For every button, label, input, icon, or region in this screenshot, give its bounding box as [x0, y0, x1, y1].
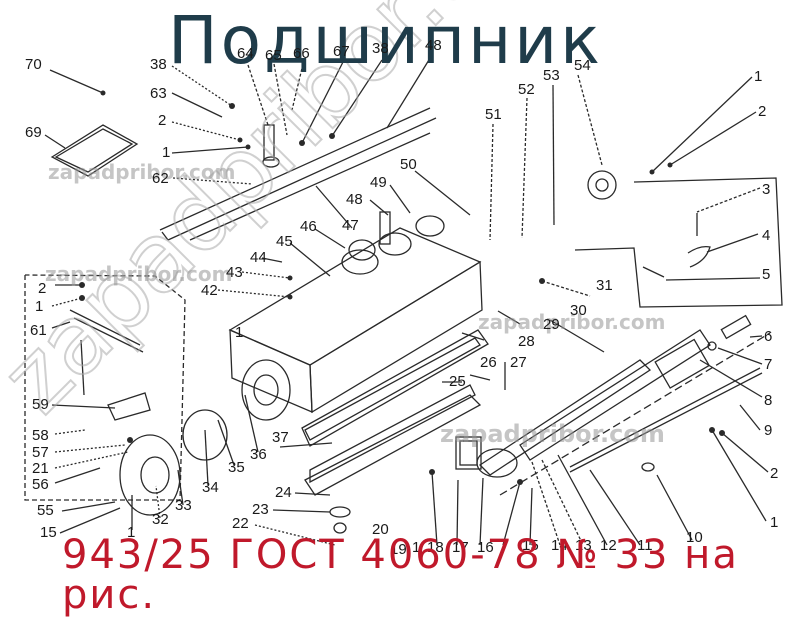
- callout-label: 64: [237, 45, 254, 62]
- callout-label: 65: [265, 47, 282, 64]
- callout-label: 62: [152, 170, 169, 187]
- callout-label: 57: [32, 444, 49, 461]
- callout-label: 1: [412, 539, 421, 556]
- callout-label: 16: [477, 539, 494, 556]
- callout-label: 38: [372, 40, 389, 57]
- callout-label: 38: [150, 56, 167, 73]
- callout-label: 1: [127, 524, 136, 541]
- callout-label: 11: [637, 537, 653, 554]
- callout-label: 15: [40, 524, 57, 541]
- callout-label: 69: [25, 124, 42, 141]
- callout-label: 31: [596, 277, 613, 294]
- callout-label: 45: [276, 233, 293, 250]
- callout-label: 43: [226, 264, 243, 281]
- callout-label: 44: [250, 249, 267, 266]
- callout-label: 7: [764, 356, 773, 373]
- callout-label: 55: [37, 502, 54, 519]
- callout-label: 8: [764, 392, 773, 409]
- callout-label: 4: [762, 227, 771, 244]
- callout-label: 37: [272, 429, 289, 446]
- callout-label: 18: [427, 539, 444, 556]
- callout-label: 58: [32, 427, 49, 444]
- callout-label: 50: [400, 156, 417, 173]
- callout-label: 66: [293, 45, 310, 62]
- callout-label: 32: [152, 511, 169, 528]
- callout-label: 2: [770, 465, 779, 482]
- callout-label: 46: [300, 218, 317, 235]
- callout-label: 10: [686, 529, 703, 546]
- callout-label: 30: [570, 302, 587, 319]
- callout-label: 21: [32, 460, 49, 477]
- callout-label: 3: [762, 181, 771, 198]
- watermark-text: zapadpribor.com: [45, 262, 233, 286]
- callout-label: 47: [342, 217, 359, 234]
- parts-diagram: zapadpribor.com zapadpribor.com zapadpri…: [0, 0, 783, 615]
- watermark-text: zapadpribor.com: [478, 310, 666, 334]
- watermark-text: zapadpribor.com: [440, 420, 665, 448]
- callout-label: 51: [485, 106, 502, 123]
- callout-label: 63: [150, 85, 167, 102]
- callout-label: 52: [518, 81, 535, 98]
- callout-label: 49: [370, 174, 387, 191]
- callout-label: 1: [162, 144, 171, 161]
- callout-label: 42: [201, 282, 218, 299]
- callout-label: 28: [518, 333, 535, 350]
- callout-label: 19: [390, 541, 407, 558]
- callout-label: 70: [25, 56, 42, 73]
- callout-label: 22: [232, 515, 249, 532]
- callout-label: 1: [754, 68, 763, 85]
- callout-label: 5: [762, 266, 771, 283]
- callout-label: 48: [425, 37, 442, 54]
- callout-label: 56: [32, 476, 49, 493]
- callout-label: 29: [543, 316, 560, 333]
- callout-label: 35: [228, 459, 245, 476]
- callout-label: 1: [235, 324, 244, 341]
- callout-label: 13: [575, 537, 592, 554]
- callout-label: 26: [480, 354, 497, 371]
- watermark-text: zapadpribor.com: [48, 160, 236, 184]
- exploded-view-drawing: [24, 54, 783, 546]
- callout-label: 24: [275, 484, 292, 501]
- callout-label: 34: [202, 479, 219, 496]
- callout-label: 36: [250, 446, 267, 463]
- callout-label: 17: [452, 539, 469, 556]
- callout-label: 48: [346, 191, 363, 208]
- part-caption: 943/25 ГОСТ 4060-78 № 33 на рис.: [62, 532, 739, 618]
- callout-label: 53: [543, 67, 560, 84]
- callout-label: 6: [764, 328, 773, 345]
- callout-label: 2: [38, 280, 47, 297]
- callout-label: 33: [175, 497, 192, 514]
- callout-label: 25: [449, 373, 466, 390]
- callout-label: 1: [770, 514, 779, 531]
- callout-label: 27: [510, 354, 527, 371]
- callout-label: 54: [574, 57, 591, 74]
- callout-label: 2: [158, 112, 167, 129]
- callout-label: 14: [551, 537, 568, 554]
- callout-label: 23: [252, 501, 269, 518]
- callout-label: 61: [30, 322, 47, 339]
- callout-label: 1: [35, 298, 44, 315]
- page-title: Подшипник: [168, 2, 603, 79]
- callout-label: 20: [372, 521, 389, 538]
- callout-label: 12: [600, 537, 617, 554]
- callout-label: 67: [333, 43, 350, 60]
- callout-label: 59: [32, 396, 49, 413]
- callout-label: 15: [522, 537, 539, 554]
- callout-label: 2: [758, 103, 767, 120]
- callout-label: 9: [764, 422, 773, 439]
